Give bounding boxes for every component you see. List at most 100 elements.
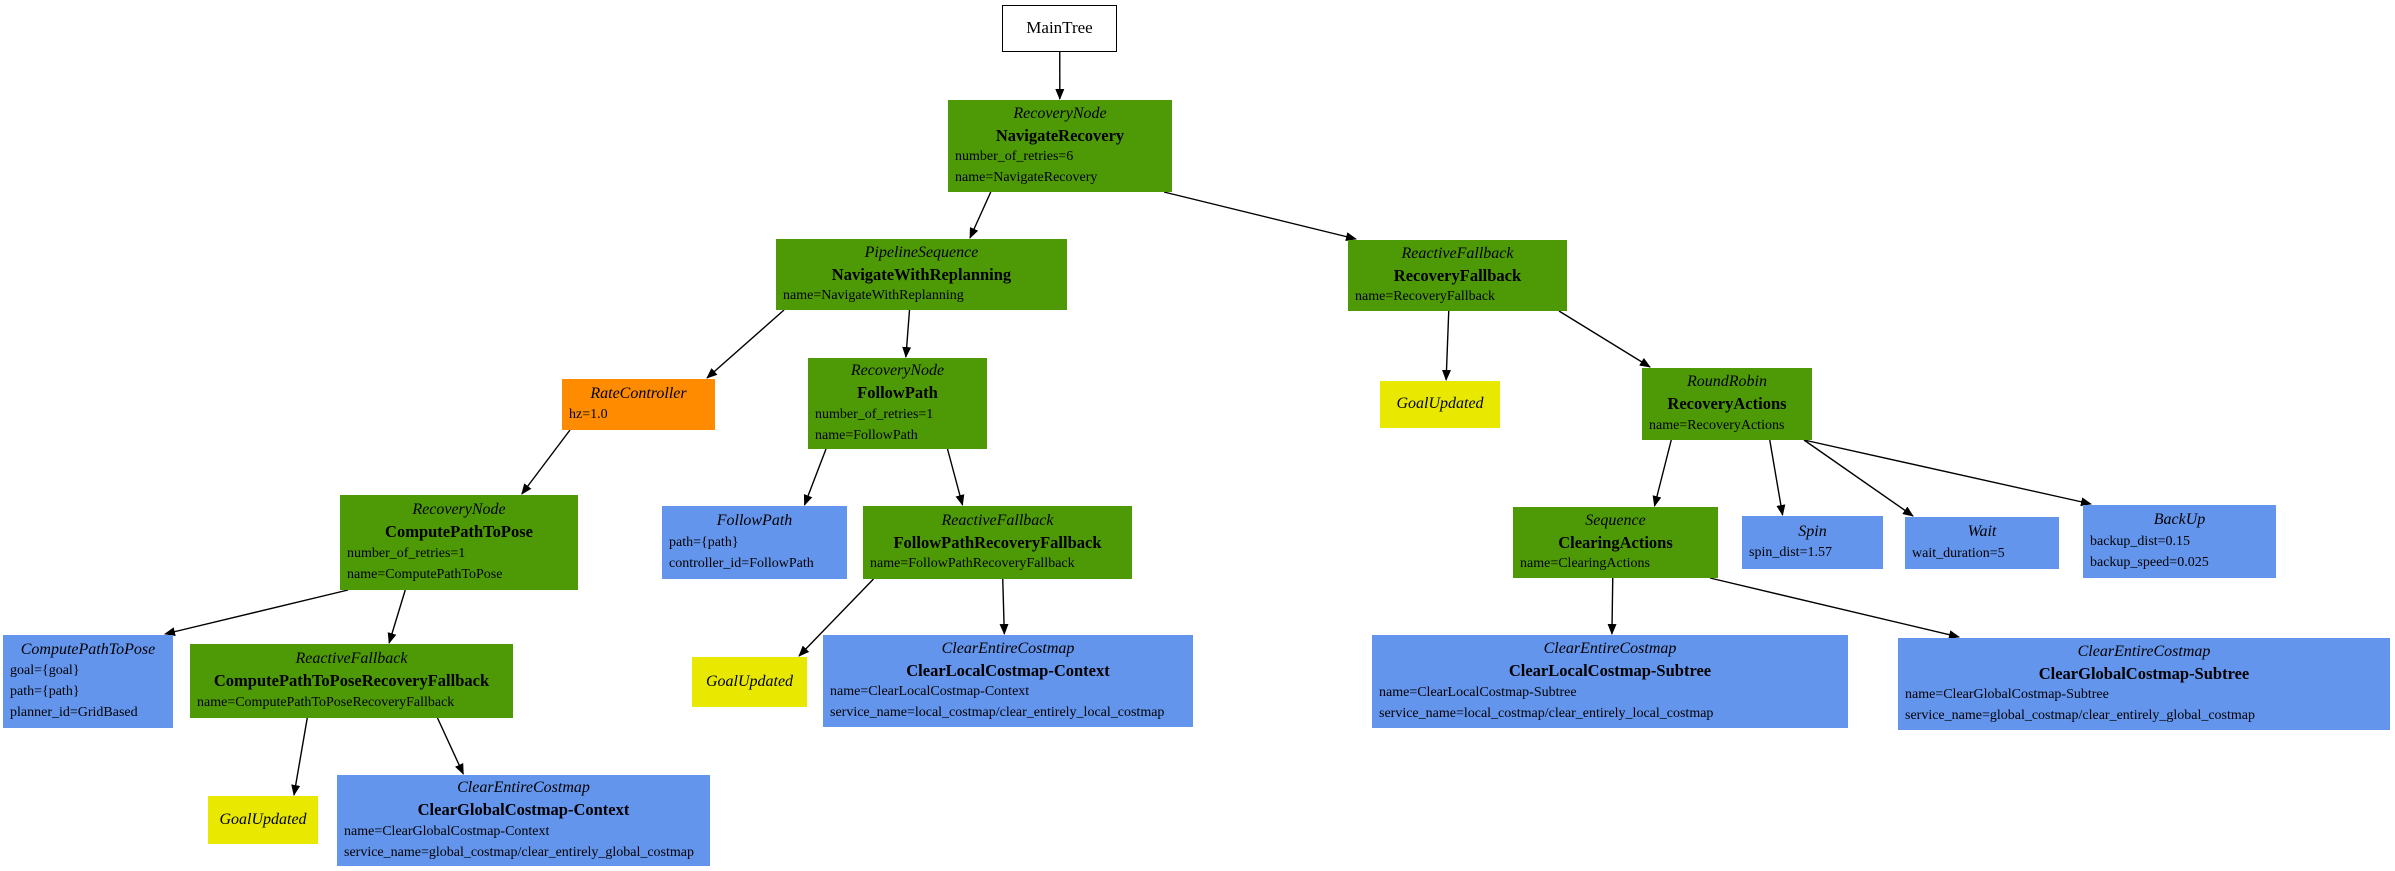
node-param-label: service_name=global_costmap/clear_entire… — [1905, 708, 2255, 724]
node-name-label: RecoveryFallback — [1393, 265, 1522, 285]
node-param-label: name=ComputePathToPoseRecoveryFallback — [197, 694, 455, 710]
edge-navigate-with-replanning-to-follow-path-recovery-node — [902, 309, 912, 358]
edge-recovery-fallback-to-recovery-actions — [1558, 310, 1651, 368]
edge-compute-path-to-pose-recovery-node-to-compute-path-to-pose-action — [164, 589, 349, 637]
bt-node-goal-updated-2: GoalUpdated — [692, 657, 807, 707]
node-type-label: RecoveryNode — [1013, 104, 1107, 122]
bt-node-goal-updated-1: GoalUpdated — [1380, 381, 1500, 428]
node-param-label: spin_dist=1.57 — [1749, 545, 1832, 561]
node-type-label: Sequence — [1585, 511, 1646, 529]
node-type-label: PipelineSequence — [864, 243, 979, 261]
node-param-label: name=RecoveryActions — [1649, 417, 1785, 433]
edge-recovery-actions-to-clearing-actions — [1652, 439, 1672, 507]
node-name-label: ClearGlobalCostmap-Subtree — [2038, 663, 2250, 683]
node-param-label: name=NavigateWithReplanning — [783, 288, 964, 304]
node-type-label: Spin — [1798, 522, 1827, 540]
node-param-label: name=ClearGlobalCostmap-Context — [344, 823, 550, 839]
node-type-label: ReactiveFallback — [1401, 244, 1514, 262]
node-param-label: name=ComputePathToPose — [347, 566, 503, 582]
node-name-label: FollowPathRecoveryFallback — [893, 532, 1102, 552]
node-name-label: NavigateWithReplanning — [831, 264, 1012, 284]
node-type-label: ComputePathToPose — [20, 640, 156, 658]
node-param-label: name=ClearingActions — [1520, 556, 1650, 572]
edge-follow-path-recovery-fallback-to-clear-local-costmap-context — [999, 578, 1009, 635]
bt-node-rate-controller: RateController hz=1.0 — [562, 379, 715, 430]
node-param-label: path={path} — [10, 684, 80, 700]
bt-node-spin: Spin spin_dist=1.57 — [1742, 516, 1883, 569]
node-name-label: RecoveryActions — [1667, 394, 1787, 414]
node-name-label: ClearLocalCostmap-Context — [906, 660, 1110, 680]
node-param-label: number_of_retries=6 — [955, 149, 1074, 165]
node-param-label: hz=1.0 — [569, 407, 608, 423]
node-param-label: backup_speed=0.025 — [2090, 554, 2209, 570]
node-type-label: ClearEntireCostmap — [1543, 640, 1677, 658]
node-type-label: RecoveryNode — [412, 501, 506, 519]
bt-node-goal-updated-3: GoalUpdated — [208, 796, 318, 844]
edge-follow-path-recovery-fallback-to-goal-updated-2 — [798, 578, 875, 657]
edge-recovery-actions-to-wait — [1803, 439, 1914, 517]
node-param-label: number_of_retries=1 — [347, 545, 466, 561]
node-param-label: number_of_retries=1 — [815, 406, 934, 422]
bt-node-backup: BackUp backup_dist=0.15 backup_speed=0.025 — [2083, 505, 2276, 578]
node-name-label: ComputePathToPoseRecoveryFallback — [213, 671, 490, 691]
node-type-label: ReactiveFallback — [941, 511, 1054, 529]
node-param-label: name=ClearLocalCostmap-Subtree — [1379, 684, 1577, 700]
node-type-label: BackUp — [2153, 511, 2206, 529]
node-name-label: ClearLocalCostmap-Subtree — [1508, 661, 1712, 681]
node-type-label: ClearEntireCostmap — [2077, 642, 2211, 660]
node-param-label: controller_id=FollowPath — [669, 555, 814, 571]
edge-follow-path-recovery-node-to-follow-path-action — [803, 448, 827, 506]
edge-compute-path-to-pose-recovery-fallback-to-clear-global-costmap-context — [436, 717, 464, 775]
node-param-label: wait_duration=5 — [1912, 545, 2005, 561]
node-type-label: RecoveryNode — [850, 362, 945, 380]
node-name-label: MainTree — [1026, 18, 1093, 38]
edge-rate-controller-to-compute-path-to-pose-recovery-node — [521, 429, 571, 495]
edge-navigate-recovery-to-recovery-fallback — [1163, 191, 1357, 241]
bt-node-wait: Wait wait_duration=5 — [1905, 517, 2059, 569]
edge-recovery-actions-to-spin — [1769, 439, 1786, 516]
node-type-label: ReactiveFallback — [295, 650, 408, 668]
node-type-label: GoalUpdated — [705, 672, 794, 690]
node-param-label: service_name=local_costmap/clear_entirel… — [1379, 705, 1714, 721]
node-param-label: backup_dist=0.15 — [2090, 533, 2191, 549]
node-type-label: FollowPath — [716, 512, 793, 530]
node-param-label: name=NavigateRecovery — [955, 170, 1098, 186]
node-type-label: Wait — [1967, 523, 1997, 541]
node-type-label: RoundRobin — [1687, 373, 1767, 391]
node-type-label: GoalUpdated — [1396, 395, 1484, 413]
node-type-label: RateController — [590, 384, 687, 402]
node-param-label: name=RecoveryFallback — [1355, 289, 1496, 305]
edge-navigate-recovery-to-navigate-with-replanning — [969, 191, 992, 239]
node-name-label: FollowPath — [857, 383, 938, 403]
node-name-label: ClearGlobalCostmap-Context — [417, 800, 630, 820]
edge-recovery-actions-to-backup — [1803, 439, 2092, 507]
node-name-label: ComputePathToPose — [385, 522, 533, 542]
node-name-label: ClearingActions — [1558, 532, 1673, 552]
edge-follow-path-recovery-node-to-follow-path-recovery-fallback — [946, 448, 965, 506]
node-type-label: ClearEntireCostmap — [941, 639, 1075, 657]
edge-recovery-fallback-to-goal-updated-1 — [1442, 310, 1452, 381]
node-param-label: name=ClearLocalCostmap-Context — [830, 684, 1030, 700]
node-param-label: name=ClearGlobalCostmap-Subtree — [1905, 687, 2109, 703]
node-param-label: goal={goal} — [10, 663, 80, 679]
edge-compute-path-to-pose-recovery-node-to-compute-path-to-pose-recovery-fallback — [387, 589, 406, 644]
node-param-label: service_name=global_costmap/clear_entire… — [344, 844, 694, 860]
node-type-label: ClearEntireCostmap — [457, 779, 590, 797]
node-param-label: name=FollowPath — [815, 427, 918, 443]
